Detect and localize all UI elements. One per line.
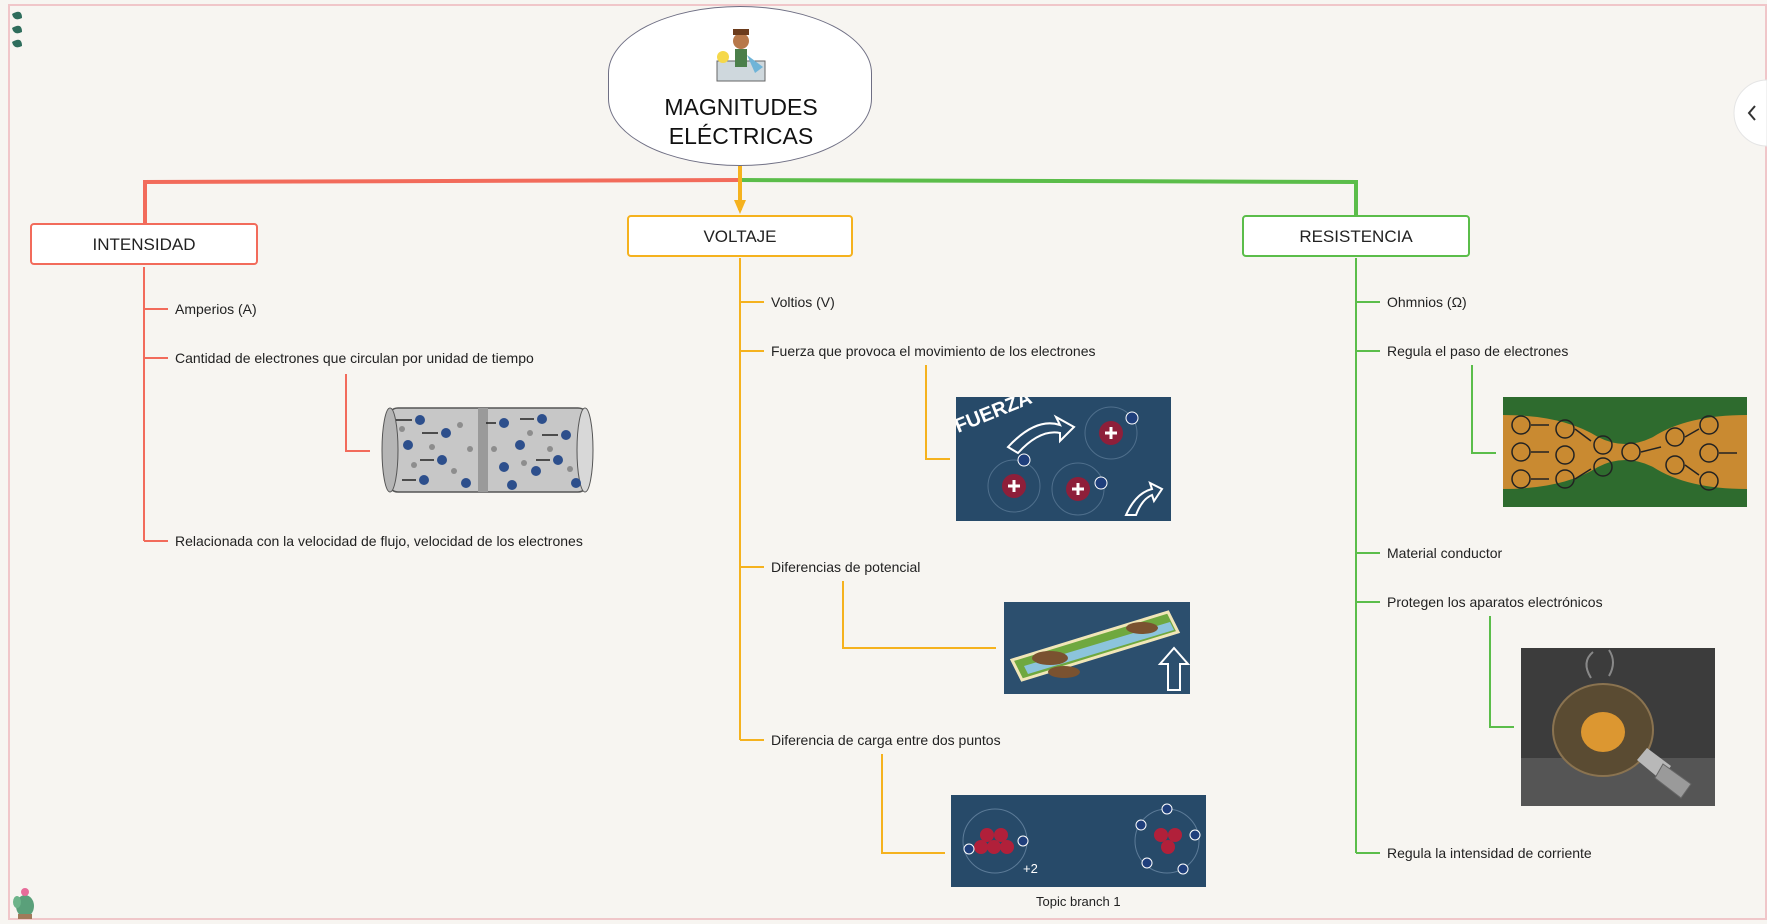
image-broken-bulb[interactable] <box>1521 648 1715 806</box>
image-wire-electrons[interactable] <box>380 405 595 495</box>
image-charge-label: +2 <box>1023 861 1038 876</box>
topic-voltaje[interactable]: VOLTAJE <box>627 215 853 257</box>
subtopic-voltaje-1[interactable]: Voltios (V) <box>771 294 835 310</box>
image-fuerza-label: FUERZA <box>956 397 1035 438</box>
connector-voltaje-arrow <box>734 200 746 214</box>
subtopic-resistencia-2[interactable]: Regula el paso de electrones <box>1387 343 1569 359</box>
mind-map-logo-icon <box>12 11 22 48</box>
voltaje-img-link-3 <box>881 754 945 854</box>
image-fuerza-drawing: FUERZA <box>956 397 1164 516</box>
image-charge-difference[interactable]: +2 <box>951 795 1206 887</box>
topic-intensidad-label: INTENSIDAD <box>92 235 196 254</box>
subtopic-voltaje-2[interactable]: Fuerza que provoca el movimiento de los … <box>771 343 1096 359</box>
connector-resistencia <box>739 178 1358 216</box>
image-fuerza[interactable]: FUERZA <box>956 397 1171 521</box>
resistencia-img-link-1 <box>1471 365 1496 454</box>
scientist-icon <box>716 29 766 82</box>
image-resistance-flow[interactable] <box>1503 397 1747 507</box>
topic-voltaje-label: VOLTAJE <box>703 227 777 246</box>
central-topic[interactable]: MAGNITUDES ELÉCTRICAS <box>608 6 872 166</box>
subtopic-intensidad-3[interactable]: Relacionada con la velocidad de flujo, v… <box>175 533 583 549</box>
subtopic-intensidad-1[interactable]: Amperios (A) <box>175 301 257 317</box>
image-river-potential[interactable] <box>1004 602 1190 694</box>
subtopic-resistencia-5[interactable]: Regula la intensidad de corriente <box>1387 845 1592 861</box>
image-charge-drawing: +2 <box>962 803 1201 876</box>
subtopic-intensidad-2[interactable]: Cantidad de electrones que circulan por … <box>175 350 534 366</box>
voltaje-img-link-2 <box>842 581 996 649</box>
topic-resistencia-label: RESISTENCIA <box>1299 227 1413 246</box>
canvas-frame <box>8 4 1767 920</box>
subtopic-resistencia-1[interactable]: Ohmnios (Ω) <box>1387 294 1467 310</box>
subtopic-resistencia-3[interactable]: Material conductor <box>1387 545 1503 561</box>
topic-intensidad[interactable]: INTENSIDAD <box>30 223 258 265</box>
connector-intensidad <box>143 178 741 225</box>
resistencia-img-link-2 <box>1489 616 1514 728</box>
sidebar-toggle-icon[interactable] <box>1733 78 1767 148</box>
topic-resistencia[interactable]: RESISTENCIA <box>1242 215 1470 257</box>
voltaje-img-link-1 <box>925 365 950 460</box>
image-caption[interactable]: Topic branch 1 <box>1036 894 1121 909</box>
subtopic-voltaje-4[interactable]: Diferencia de carga entre dos puntos <box>771 732 1001 748</box>
cactus-icon <box>13 888 34 919</box>
central-title-line2: ELÉCTRICAS <box>668 123 814 149</box>
subtopic-resistencia-4[interactable]: Protegen los aparatos electrónicos <box>1387 594 1603 610</box>
intensidad-img-link <box>345 374 370 452</box>
central-title-line1: MAGNITUDES <box>664 94 818 120</box>
subtopic-voltaje-3[interactable]: Diferencias de potencial <box>771 559 921 575</box>
